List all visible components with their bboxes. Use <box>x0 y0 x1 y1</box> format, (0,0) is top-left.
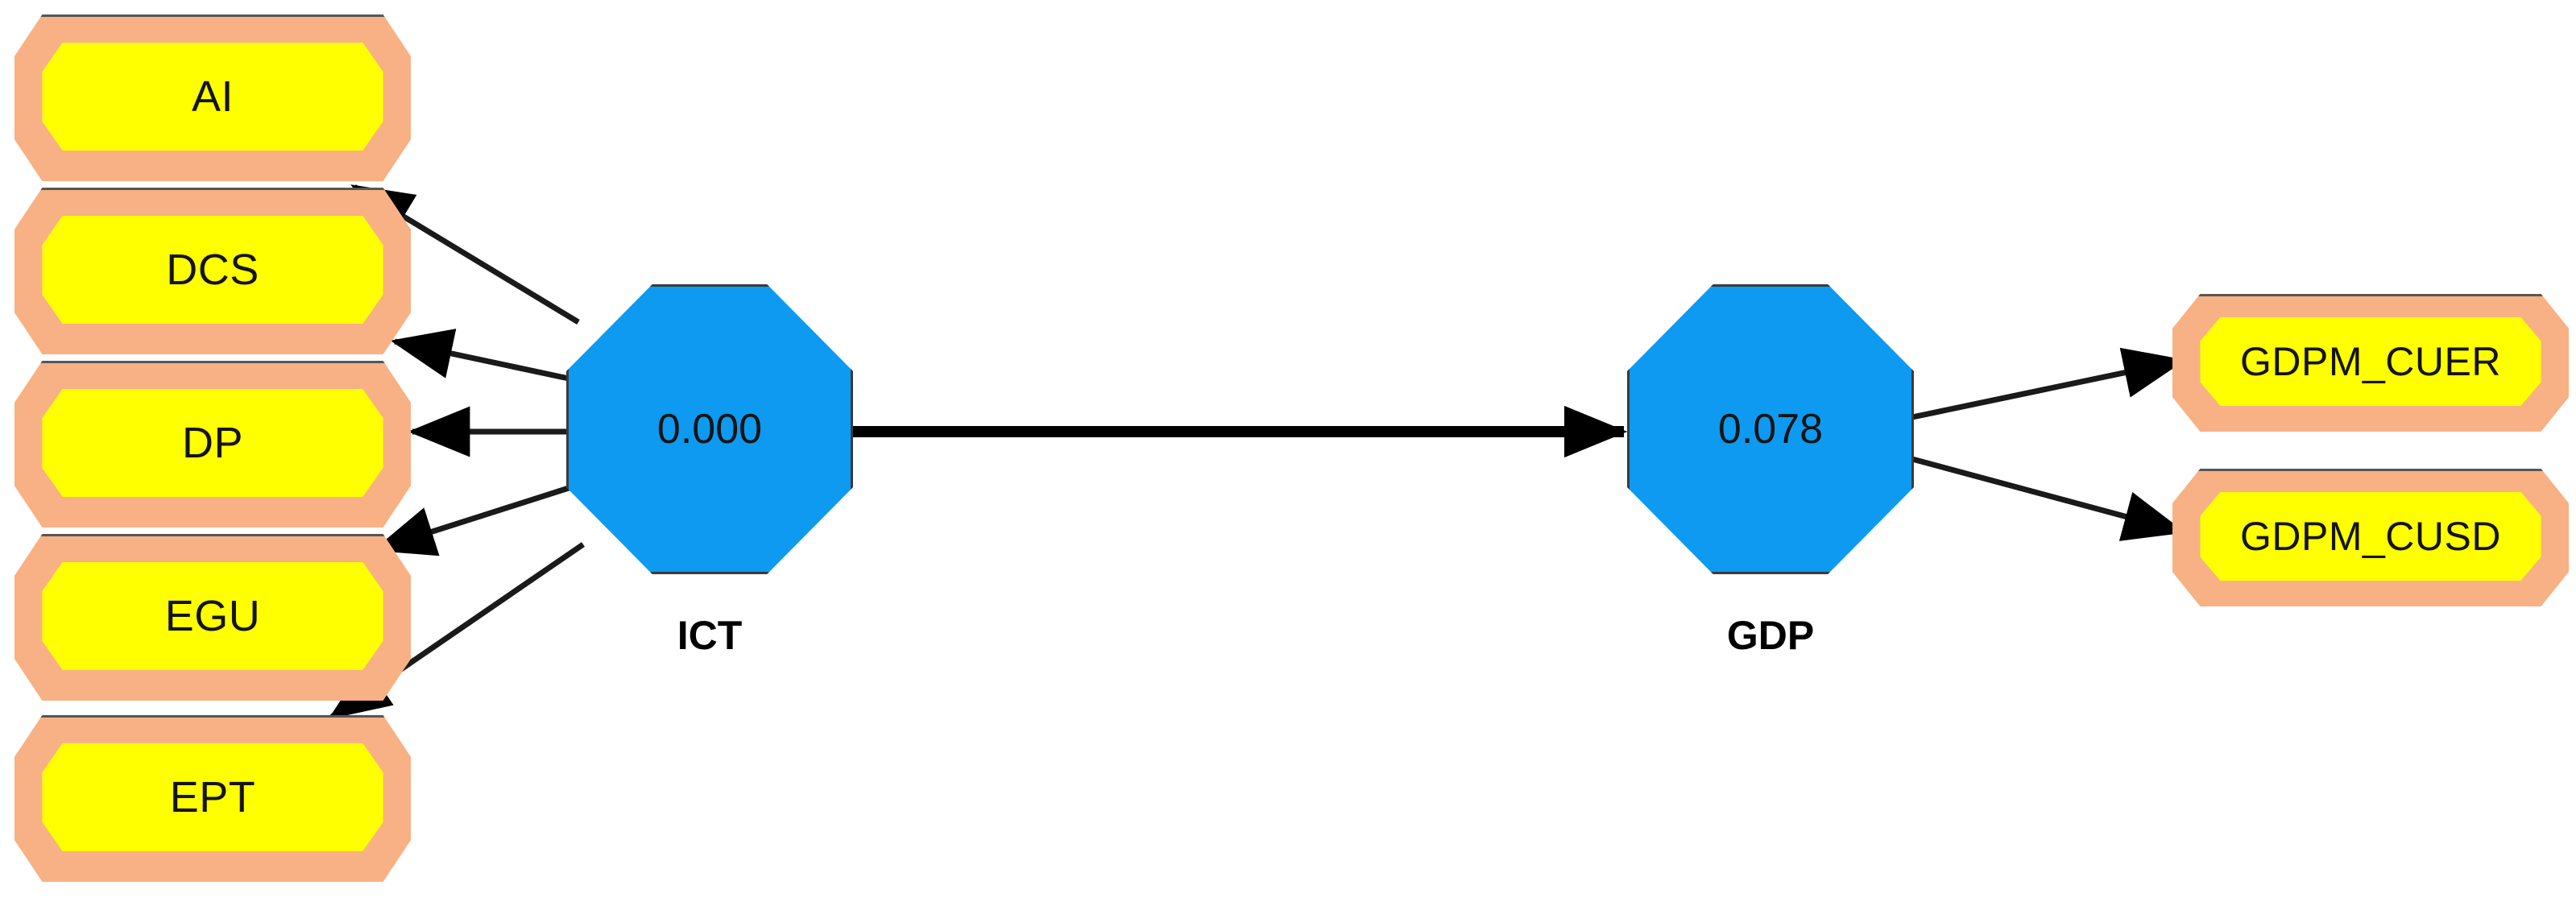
indicator-label: GDPM_CUSD <box>2240 514 2501 559</box>
indicator-inner-shape <box>42 215 383 325</box>
edge-ict-to-egu <box>372 485 570 556</box>
construct-octagon-shape <box>566 284 853 574</box>
indicator-inner-shape <box>2200 316 2541 407</box>
indicator-label: AI <box>191 72 234 121</box>
indicator-dp[interactable]: DP <box>14 361 411 527</box>
indicator-label: EPT <box>169 773 256 821</box>
indicator-egu[interactable]: EGU <box>14 534 411 701</box>
indicator-inner-shape <box>2200 491 2541 581</box>
construct-octagon-shape <box>1627 284 1914 574</box>
indicator-gdpm-cusd[interactable]: GDPM_CUSD <box>2172 469 2569 606</box>
indicator-gdpm-cuer[interactable]: GDPM_CUER <box>2172 294 2569 432</box>
indicator-label: DCS <box>166 246 259 294</box>
indicator-label: DP <box>181 419 243 467</box>
construct-ict[interactable]: 0.000 <box>566 284 853 574</box>
construct-value: 0.000 <box>656 406 763 453</box>
construct-gdp[interactable]: 0.078 <box>1627 284 1914 574</box>
indicator-label: EGU <box>164 592 261 640</box>
edge-ict-to-dcs <box>390 329 569 382</box>
construct-label-ict: ICT <box>677 613 743 658</box>
edge-gdp-to-gdpm-cuer <box>1911 347 2186 420</box>
construct-label-gdp: GDP <box>1726 613 1815 658</box>
indicator-inner-shape <box>42 561 383 671</box>
indicator-ept[interactable]: EPT <box>14 715 411 882</box>
indicator-inner-shape <box>42 388 383 498</box>
indicator-dcs[interactable]: DCS <box>14 188 411 354</box>
indicator-inner-shape <box>42 743 383 852</box>
edge-gdp-to-gdpm-cusd <box>1911 456 2186 541</box>
indicator-label: GDPM_CUER <box>2240 339 2501 384</box>
indicator-ai[interactable]: AI <box>14 14 411 181</box>
indicator-inner-shape <box>42 42 383 151</box>
construct-value: 0.078 <box>1717 406 1824 453</box>
